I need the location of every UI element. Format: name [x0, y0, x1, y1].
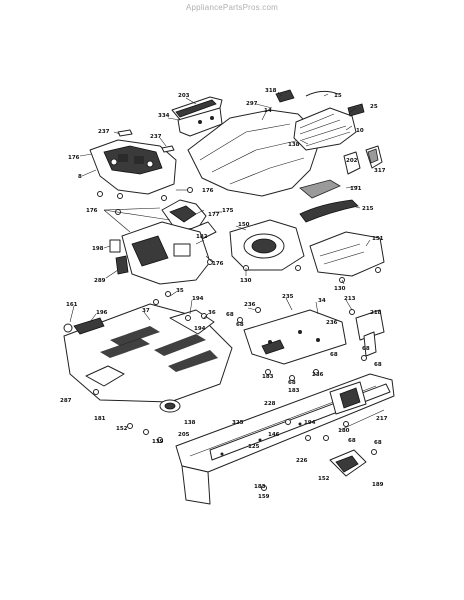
callout: 177 [208, 212, 220, 218]
callout: 236 [244, 302, 256, 308]
callout: 176 [68, 155, 80, 161]
dash-bracket-part[interactable] [171, 96, 223, 137]
callout: 191 [350, 186, 362, 192]
callout: 161 [66, 302, 78, 308]
callout: 10 [356, 128, 364, 134]
callout: 180 [338, 428, 350, 434]
callout: 202 [346, 158, 358, 164]
callout: 217 [376, 416, 388, 422]
callout: 203 [178, 93, 190, 99]
callout: 317 [374, 168, 386, 174]
callout: 183 [288, 388, 300, 394]
callout: 189 [372, 482, 384, 488]
steering-bracket-part[interactable] [161, 199, 217, 241]
callout: 325 [232, 420, 244, 426]
callout: 36 [208, 310, 216, 316]
callout: 176 [86, 208, 98, 214]
callout: 34 [318, 298, 326, 304]
callout: 194 [192, 296, 204, 302]
bracket-218-part[interactable] [355, 309, 385, 357]
lower-dash-part[interactable] [121, 221, 211, 285]
callout: 181 [94, 416, 106, 422]
callout: 198 [92, 246, 104, 252]
frame-part[interactable] [175, 373, 395, 505]
callout: 237 [150, 134, 162, 140]
plate-34-part[interactable] [243, 309, 347, 365]
callout: 15 [334, 93, 342, 99]
callout: 130 [334, 286, 346, 292]
footrest-part[interactable] [63, 303, 233, 403]
callout: 68 [374, 362, 382, 368]
callout: 68 [374, 440, 382, 446]
callout: 287 [60, 398, 72, 404]
callout: 159 [258, 494, 270, 500]
fasteners [93, 187, 381, 491]
callout: 152 [318, 476, 330, 482]
callout: 130 [240, 278, 252, 284]
callout: 194 [304, 420, 316, 426]
callout: 183 [254, 484, 266, 490]
callout: 183 [262, 374, 274, 380]
callout: 150 [238, 222, 250, 228]
grille-part[interactable] [293, 90, 365, 151]
callout: 236 [326, 320, 338, 326]
callout: 68 [288, 380, 296, 386]
frame-plate-152-part[interactable] [329, 449, 367, 477]
pan-150-part[interactable] [229, 219, 305, 271]
callout: 8 [78, 174, 82, 180]
callout: 175 [222, 208, 234, 214]
callout: 218 [370, 310, 382, 316]
callout: 139 [152, 439, 164, 445]
callout: 138 [288, 142, 300, 148]
callout: 289 [94, 278, 106, 284]
callout: 125 [248, 444, 260, 450]
callout: 68 [236, 322, 244, 328]
headlight-part[interactable] [299, 151, 361, 199]
watermark-text: AppliancePartsPros.com [186, 3, 278, 12]
callout: 182 [196, 234, 208, 240]
bracket-318-part[interactable] [275, 89, 295, 103]
callout-labels: 203 334 318 15 297 14 25 237 237 138 10 … [60, 88, 388, 500]
key-237-part[interactable] [117, 129, 175, 153]
callout: 297 [246, 101, 258, 107]
callout: 318 [265, 88, 277, 94]
hood-part[interactable] [187, 109, 319, 197]
callout: 215 [362, 206, 374, 212]
callout: 176 [202, 188, 214, 194]
callout: 205 [178, 432, 190, 438]
callout: 213 [344, 296, 356, 302]
callout: 146 [268, 432, 280, 438]
callout: 68 [330, 352, 338, 358]
callout: 14 [264, 108, 272, 114]
callout: 68 [362, 346, 370, 352]
callout: 68 [348, 438, 356, 444]
callout: 138 [184, 420, 196, 426]
dash-panel-part[interactable] [89, 139, 177, 195]
callout: 236 [312, 372, 324, 378]
emblem-317-part[interactable] [365, 145, 383, 169]
callout: 176 [212, 261, 224, 267]
callout: 226 [296, 458, 308, 464]
callout: 152 [116, 426, 128, 432]
leader-lines [69, 91, 371, 323]
side-panel-part[interactable] [299, 199, 359, 223]
callout: 235 [282, 294, 294, 300]
callout: 237 [98, 129, 110, 135]
bracket-151-part[interactable] [309, 231, 385, 277]
callout: 196 [96, 310, 108, 316]
bushing-138-part[interactable] [159, 399, 181, 413]
callout: 194 [194, 326, 206, 332]
pedal-196-part[interactable] [63, 317, 105, 335]
callout: 25 [370, 104, 378, 110]
callout: 151 [372, 236, 384, 242]
callout: 37 [142, 308, 150, 314]
callout: 228 [264, 401, 276, 407]
callout: 68 [226, 312, 234, 318]
callout: 334 [158, 113, 170, 119]
callout: 35 [176, 288, 184, 294]
